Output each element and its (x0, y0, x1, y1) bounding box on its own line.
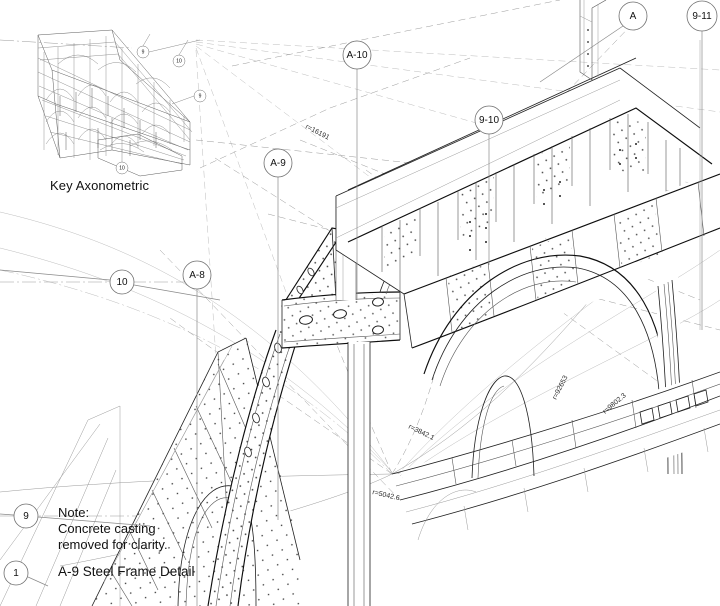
key-bubble-9a[interactable]: 9 (136, 33, 201, 59)
key-axonometric-thumbnail (37, 29, 193, 177)
bubble-911[interactable]: 9-11 (686, 0, 718, 330)
bubble-a9-label: A-9 (270, 158, 286, 169)
bubble-a9[interactable]: A-9 (263, 148, 293, 520)
radius-label-5042: r=5042.6 (372, 489, 401, 502)
upper-right-ghost-column (579, 0, 607, 81)
key-bubble-10a[interactable]: 10 (172, 39, 189, 68)
key-bubble-10b-label: 10 (119, 166, 125, 172)
bubble-a8-label: A-8 (189, 270, 205, 281)
concrete-stipple-dots (469, 143, 637, 251)
note-line-2: removed for clarity. (58, 537, 168, 552)
bubble-10[interactable]: 10 (0, 269, 221, 301)
bubble-a10-label: A-10 (346, 50, 368, 61)
bubble-a[interactable]: A (539, 1, 648, 83)
note-heading: Note: (58, 505, 90, 520)
bubble-10-label: 10 (116, 277, 128, 288)
key-bubble-9a-label: 9 (142, 50, 145, 56)
bubble-9[interactable]: 9 (0, 503, 151, 529)
key-bubble-9b-label: 9 (199, 94, 202, 100)
bubble-910[interactable]: 9-10 (474, 105, 504, 265)
bubble-a-label: A (630, 11, 637, 22)
radius-label-3842: r=3842.1 (407, 424, 435, 443)
bubble-1[interactable]: 1 (3, 560, 49, 587)
key-bubble-10b[interactable]: 10 (115, 150, 129, 175)
bubble-9-label: 9 (23, 511, 29, 522)
key-bubble-9b[interactable]: 9 (171, 89, 207, 105)
radius-label-16191: r=16191 (304, 124, 330, 142)
key-axonometric-caption: Key Axonometric (50, 178, 150, 193)
central-steel-node (207, 196, 453, 606)
bubble-1-label: 1 (13, 568, 19, 579)
key-bubble-layer: 9 10 9 10 (115, 33, 207, 175)
key-bubble-10a-label: 10 (176, 59, 182, 65)
right-vault-assembly (335, 0, 720, 541)
bolt-holes-gusset (296, 267, 315, 295)
bubble-a10[interactable]: A-10 (342, 40, 372, 300)
note-line-1: Concrete casting (58, 521, 156, 536)
bubble-911-label: 9-11 (692, 11, 712, 22)
bubble-910-label: 9-10 (479, 115, 499, 126)
detail-title: A-9 Steel Frame Detail (58, 564, 195, 579)
bubble-a8[interactable]: A-8 (182, 260, 212, 606)
bolt-holes-bracket (299, 297, 384, 335)
